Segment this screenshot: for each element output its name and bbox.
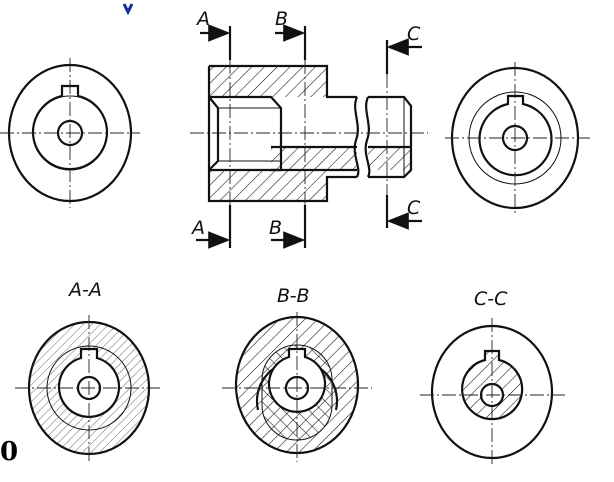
- left-end-view: [0, 58, 140, 208]
- cut-label-a-top: A: [195, 8, 210, 30]
- figure-number: 0: [0, 437, 18, 467]
- cut-label-c-bottom: C: [407, 197, 421, 219]
- cut-label-a-bottom: A: [190, 217, 205, 239]
- right-end-view: [445, 62, 590, 214]
- section-a-a: [15, 315, 160, 462]
- cut-label-b-bottom: B: [269, 217, 282, 239]
- section-title-a-a: A-A: [67, 279, 102, 301]
- section-c-c: [420, 318, 565, 465]
- cut-label-b-top: B: [275, 8, 288, 30]
- section-title-b-b: B-B: [277, 285, 310, 307]
- section-title-c-c: C-C: [474, 288, 508, 310]
- title-mark: [122, 3, 134, 16]
- cut-label-c-top: C: [407, 23, 421, 45]
- main-section-view: [190, 24, 428, 249]
- section-b-b: [222, 312, 372, 462]
